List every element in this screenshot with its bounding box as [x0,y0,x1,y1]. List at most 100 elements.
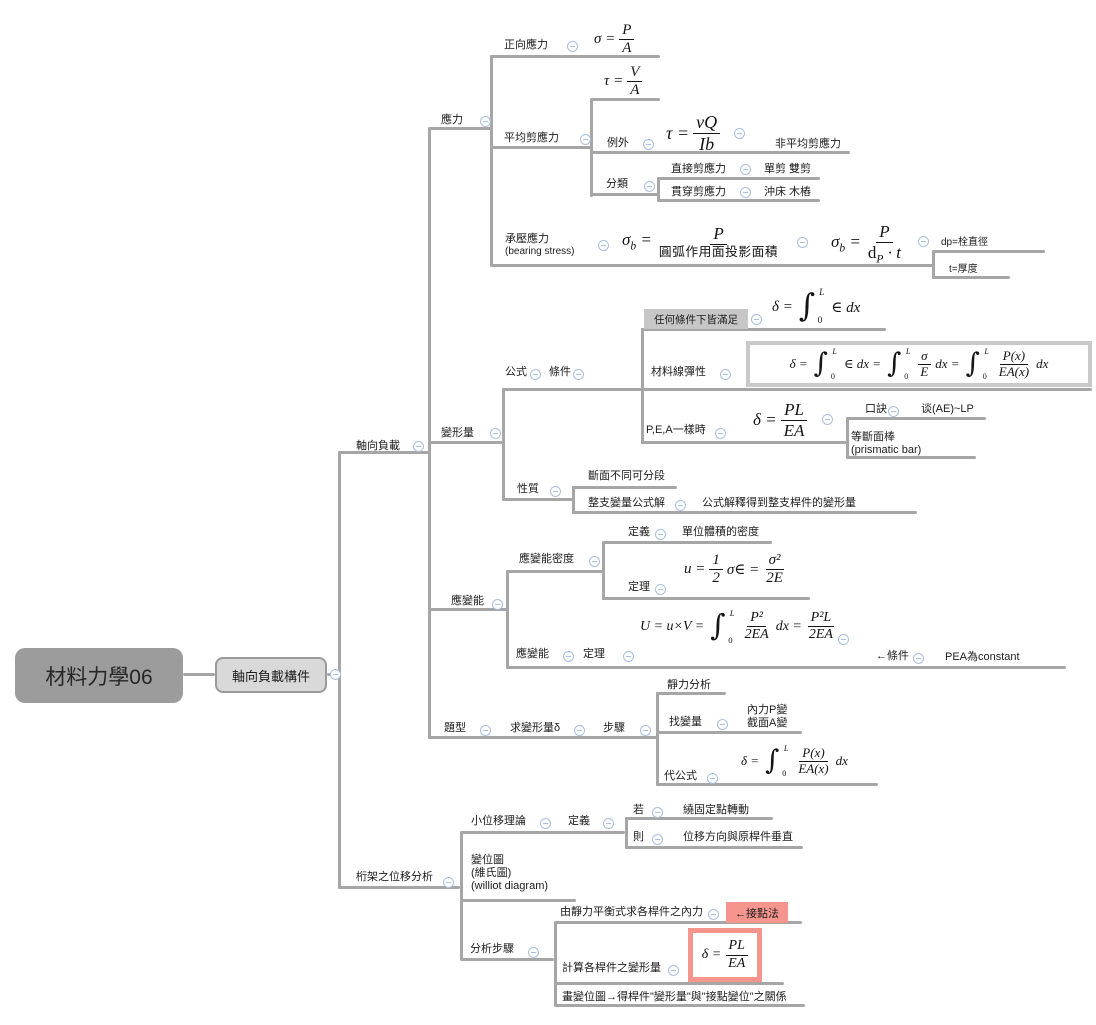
node-strain-energy[interactable]: 應變能 [451,595,484,607]
node-stress[interactable]: 應力 [441,114,463,126]
collapse-icon[interactable] [567,41,578,52]
node-theorem2[interactable]: 定理 [583,648,605,660]
collapse-icon[interactable] [734,128,745,139]
collapse-icon[interactable] [563,651,574,662]
collapse-icon[interactable] [838,634,849,645]
node-variables-note[interactable]: 內力P變 截面A變 [747,704,787,730]
node-formula[interactable]: 公式 [505,366,527,378]
node-perpendicular[interactable]: 位移方向與原桿件垂直 [683,831,793,843]
node-any-condition[interactable]: 任何條件下皆滿足 [644,309,748,329]
node-rotate-fixed[interactable]: 繞固定點轉動 [683,804,749,816]
collapse-icon[interactable] [822,414,833,425]
node-bearing-stress[interactable]: 承壓應力 (bearing stress) [505,233,574,258]
node-t-note[interactable]: t=厚度 [949,264,978,275]
node-if[interactable]: 若 [633,804,644,816]
node-punch-examples[interactable]: 沖床 木樁 [764,186,812,198]
node-definition[interactable]: 定義 [628,526,650,538]
collapse-icon[interactable] [644,181,655,192]
collapse-icon[interactable] [580,134,591,145]
node-steps[interactable]: 步驟 [603,722,625,734]
collapse-icon[interactable] [655,529,666,540]
main-topic[interactable]: 軸向負載構件 [215,657,327,693]
collapse-icon[interactable] [675,500,686,511]
node-find-deformation[interactable]: 求變形量δ [510,722,561,734]
collapse-icon[interactable] [413,441,424,452]
collapse-icon[interactable] [717,719,728,730]
node-prismatic-bar[interactable]: 等斷面棒 (prismatic bar) [851,431,921,457]
node-linear-elastic[interactable]: 材料線彈性 [651,366,706,378]
root-topic[interactable]: 材料力學06 [15,648,183,703]
node-segment-note[interactable]: 斷面不同可分段 [588,470,665,482]
collapse-icon[interactable] [528,947,539,958]
collapse-icon[interactable] [492,599,503,610]
node-definition2[interactable]: 定義 [568,815,590,827]
node-substitute[interactable]: 代公式 [664,770,697,782]
collapse-icon[interactable] [655,584,666,595]
collapse-icon[interactable] [640,725,651,736]
collapse-icon[interactable] [797,237,808,248]
node-theorem[interactable]: 定理 [628,581,650,593]
node-compute-deformation[interactable]: 計算各桿件之變形量 [562,962,661,974]
node-joint-method[interactable]: ←接點法 [726,902,788,923]
collapse-icon[interactable] [480,116,491,127]
node-then[interactable]: 則 [633,831,644,843]
collapse-icon[interactable] [443,877,454,888]
node-mnemonic-text[interactable]: 谈(AE)~LP [921,403,974,415]
node-small-displacement[interactable]: 小位移理論 [471,815,526,827]
collapse-icon[interactable] [740,164,751,175]
node-equilibrium-step[interactable]: 由靜力平衡式求各桿件之內力 [560,906,703,918]
collapse-icon[interactable] [643,139,654,150]
collapse-icon[interactable] [707,773,718,784]
node-direct-shear[interactable]: 直接剪應力 [671,163,726,175]
collapse-icon[interactable] [715,428,726,439]
node-classification[interactable]: 分類 [606,178,628,190]
collapse-icon[interactable] [603,818,614,829]
node-properties[interactable]: 性質 [517,483,539,495]
collapse-icon[interactable] [490,428,501,439]
node-condition[interactable]: 條件 [549,366,571,378]
node-punch-shear[interactable]: 貫穿剪應力 [671,186,726,198]
node-exception[interactable]: 例外 [607,137,629,149]
collapse-icon[interactable] [751,314,762,325]
node-unit-volume[interactable]: 單位體積的密度 [682,526,759,538]
node-dp-note[interactable]: dp=栓直徑 [941,237,988,248]
node-displacement-diagram[interactable]: 變位圖 (維氏圖) (williot diagram) [471,854,548,894]
collapse-icon[interactable] [540,818,551,829]
node-analysis-steps[interactable]: 分析步驟 [470,943,514,955]
collapse-icon[interactable] [623,651,634,662]
collapse-icon[interactable] [530,369,541,380]
node-mnemonic[interactable]: 口訣 [865,403,887,415]
collapse-icon[interactable] [480,725,491,736]
collapse-icon[interactable] [574,725,585,736]
node-whole-solution-desc[interactable]: 公式解釋得到整支桿件的變形量 [702,497,856,509]
node-energy-density[interactable]: 應變能密度 [519,553,574,565]
node-axial-load[interactable]: 軸向負載 [356,440,400,452]
node-problem-types[interactable]: 題型 [444,722,466,734]
node-pea-same[interactable]: P,E,A一樣時 [646,424,706,436]
node-normal-stress[interactable]: 正向應力 [504,39,548,51]
collapse-icon[interactable] [573,369,584,380]
collapse-icon[interactable] [652,807,663,818]
node-draw-relation[interactable]: 畫變位圖→得桿件"變形量"與"接點變位"之關係 [562,991,787,1003]
node-average-shear-stress[interactable]: 平均剪應力 [504,132,559,144]
collapse-icon[interactable] [720,369,731,380]
collapse-icon[interactable] [913,653,924,664]
collapse-icon[interactable] [708,909,719,920]
node-find-variables[interactable]: 找變量 [669,716,702,728]
node-condition-arrow[interactable]: ←條件 [876,650,909,662]
collapse-icon[interactable] [918,236,929,247]
collapse-icon[interactable] [598,240,609,251]
collapse-icon[interactable] [330,669,341,680]
node-whole-solution[interactable]: 整支變量公式解 [588,497,665,509]
node-single-double-shear[interactable]: 單剪 雙剪 [764,163,812,175]
